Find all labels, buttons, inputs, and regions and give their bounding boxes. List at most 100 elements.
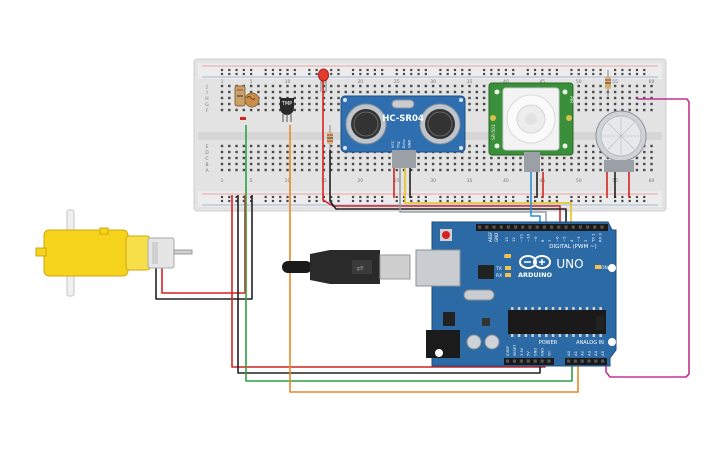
breadboard-row-label: J [205,84,207,90]
arduino-model: UNO [556,257,583,271]
breadboard-col-label: 15 [321,178,327,184]
arduino-logo-icon [519,255,551,269]
power-label: POWER [539,340,558,346]
breadboard-col-label: 25 [394,178,400,184]
atmega-pins [511,307,602,337]
breadboard-row-label: D [205,150,209,156]
breadboard-col-label: 45 [539,79,545,85]
digital-pin-label: ~3 [576,236,581,242]
bottom-header [506,359,605,363]
on-label: ON [601,265,608,271]
digital-pin-label: ~5 [562,236,567,242]
breadboard-col-label: 20 [357,178,363,184]
resistor-led[interactable] [327,125,333,150]
aref-label: AREF [488,231,493,242]
analog-pin-label: A2 [580,350,585,356]
breadboard-col-label: 50 [576,178,582,184]
analog-pin-label: A3 [586,350,591,356]
breadboard-col-label: 50 [576,79,582,85]
digital-pin-label: ~11 [518,233,523,242]
power-pin-label: GND [534,348,538,356]
digital-pin-label: 7 [547,239,552,242]
breadboard-col-label: 15 [321,79,327,85]
breadboard-row-label: H [205,96,208,102]
analog-pin-label: A4 [593,350,598,356]
usb-cable[interactable]: ⇌ [282,250,411,284]
rx-label: RX [496,273,502,279]
pir-sensor[interactable]: SR-501 PIR [488,82,574,172]
breadboard-row-label: G [205,102,209,108]
wire-black-led [329,150,567,224]
digital-pin-label: 12 [511,237,516,242]
digital-pin-label: ~9 [533,236,538,242]
pir-right-label: PIR [568,96,574,103]
pir-left-label: SR-501 [491,124,497,140]
power-pin-label: 3.3V [520,347,524,356]
wire-yellow-us [404,168,572,224]
power-pin-label: IOREF [506,346,510,356]
temperature-sensor[interactable]: TMP [280,98,294,122]
ultrasonic-pin-label: Echo [402,139,406,148]
red-led[interactable] [318,68,329,92]
digital-header [478,225,604,229]
digital-pin-label: RX 0 [598,233,603,242]
breadboard-col-label: 1 [221,178,224,184]
ultrasonic-model-label: HC-SR04 [382,114,424,124]
ultrasonic-pin-label: Trig [397,142,401,149]
breadboard-col-label: 40 [503,79,509,85]
breadboard-col-label: 5 [250,79,253,85]
power-pin-label: GND [541,348,545,356]
tx-label: TX [495,266,502,272]
digital-pin-label: ~10 [526,233,531,242]
analog-label: ANALOG IN [576,340,604,346]
photoresistor[interactable] [234,85,260,120]
resistor-top-right[interactable] [605,70,611,96]
wire-motor-black [155,195,253,300]
svg-text:TMP: TMP [281,101,292,107]
wire-magenta-gas [605,98,690,378]
breadboard-row-label: B [205,162,208,168]
breadboard-col-label: 1 [221,79,224,85]
gas-sensor[interactable] [595,110,647,172]
digital-label: DIGITAL (PWM ~) [549,244,596,250]
digital-pin-label: 4 [569,239,574,242]
breadboard-col-label: 20 [357,79,363,85]
breadboard-col-label: 35 [467,79,473,85]
breadboard-row-label: C [205,156,208,162]
power-pin-label: RESET [513,344,517,356]
power-pin-label: Vin [547,350,551,356]
dc-motor[interactable] [35,209,193,297]
digital-pin-label: TX 1 [590,233,595,243]
wire-gray-us [399,168,547,224]
power-pin-label: 5V [527,351,531,356]
ultrasonic-pin-label: VCC [391,140,395,148]
breadboard-col-label: 55 [612,79,618,85]
wire-blue-pir [530,172,541,224]
breadboard-col-label: 25 [394,79,400,85]
digital-pin-label: 8 [540,239,545,242]
breadboard-col-label: 10 [285,178,291,184]
analog-pin-label: A5 [600,350,605,356]
wire-green-long [245,125,573,382]
wire-orange-long [289,125,579,393]
breadboard-col-label: 30 [430,178,436,184]
breadboard-row-label: F [206,108,209,114]
digital-pin-label: 2 [583,239,588,242]
breadboard-col-label: 10 [285,79,291,85]
wire-motor-red [161,195,246,294]
breadboard-row-label: I [206,90,207,96]
breadboard-col-label: 60 [649,178,655,184]
svg-text:⇌: ⇌ [356,264,364,274]
ultrasonic-pin-label: GND [408,140,412,148]
analog-pin-label: A0 [566,350,571,356]
analog-pin-label: A1 [573,350,578,356]
breadboard-col-label: 35 [467,178,473,184]
